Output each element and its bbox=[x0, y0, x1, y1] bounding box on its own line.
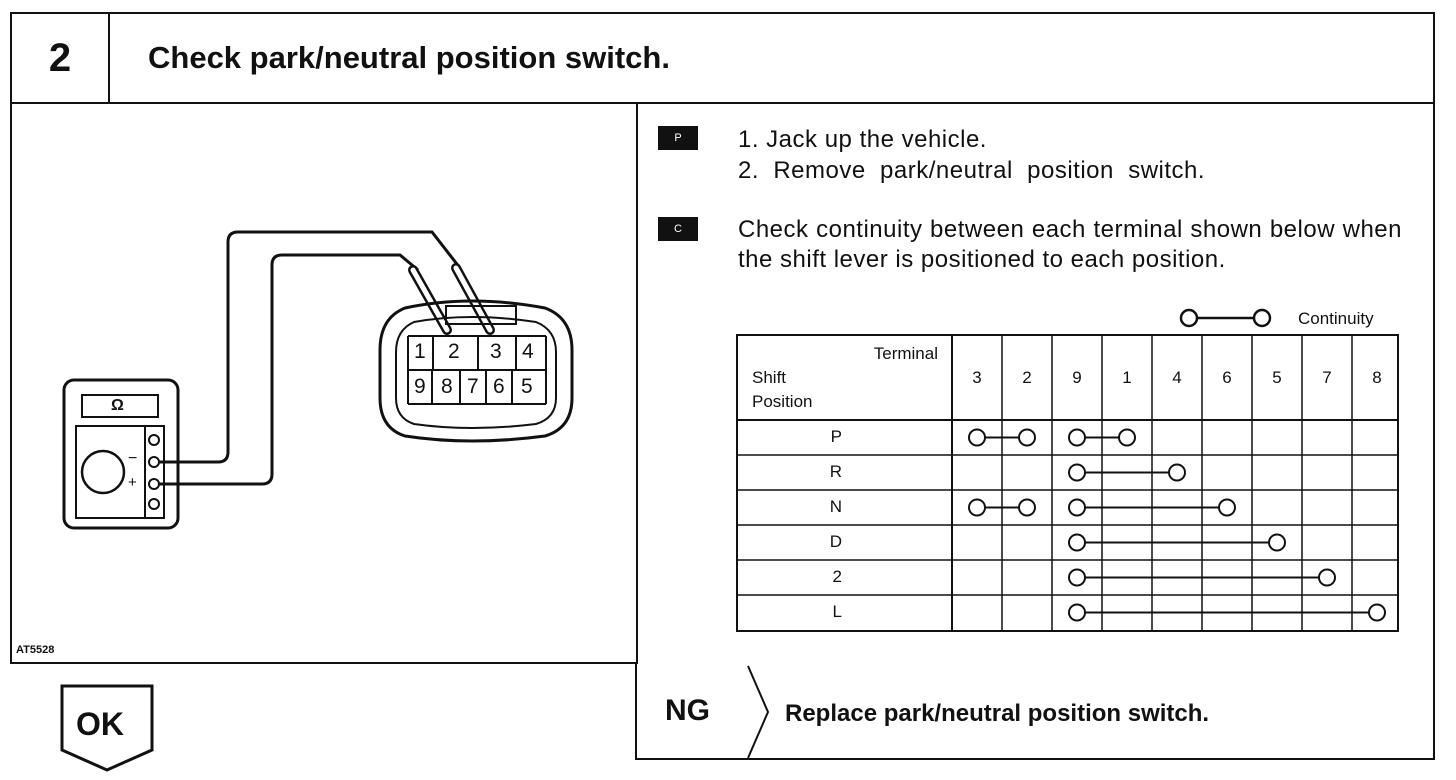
tag-p-icon: P bbox=[658, 126, 698, 150]
figure-id: AT5528 bbox=[16, 644, 55, 656]
pin-label: 7 bbox=[467, 375, 479, 398]
continuity-node bbox=[1068, 603, 1086, 622]
pin-label: 1 bbox=[414, 340, 426, 363]
instruction-step-2: 2. Remove park/neutral position switch. bbox=[738, 157, 1206, 184]
terminal-header: 2 bbox=[1022, 368, 1032, 387]
ng-arrow-divider bbox=[747, 665, 770, 759]
ng-result-box bbox=[635, 664, 1435, 760]
instruction-check: Check continuity between each terminal s… bbox=[738, 216, 1402, 273]
continuity-node bbox=[1068, 498, 1086, 517]
continuity-node bbox=[1368, 603, 1386, 622]
continuity-node bbox=[1268, 533, 1286, 552]
ok-label: OK bbox=[76, 706, 124, 742]
ohmmeter bbox=[62, 378, 180, 530]
step-number: 2 bbox=[12, 14, 110, 102]
pin-label: 8 bbox=[441, 375, 453, 398]
step-header: 2 Check park/neutral position switch. bbox=[10, 12, 1435, 104]
meter-plus-label: + bbox=[128, 474, 137, 491]
switch-connector bbox=[378, 299, 574, 443]
instruction-step-1: 1. Jack up the vehicle. bbox=[738, 126, 987, 153]
ng-label: NG bbox=[665, 694, 710, 727]
table-grid bbox=[738, 336, 1397, 630]
continuity-node bbox=[1068, 463, 1086, 482]
header-shift: Shift bbox=[752, 368, 787, 387]
terminal-header: 3 bbox=[972, 368, 982, 387]
pin-label: 9 bbox=[414, 375, 426, 398]
continuity-node bbox=[1318, 568, 1336, 587]
continuity-node bbox=[1018, 498, 1036, 517]
ng-action-text: Replace park/neutral position switch. bbox=[785, 700, 1210, 727]
legend-label: Continuity bbox=[1298, 309, 1374, 328]
continuity-node bbox=[1118, 428, 1136, 447]
header-terminal: Terminal bbox=[873, 344, 938, 363]
pin-label: 4 bbox=[522, 340, 534, 363]
pin-label: 5 bbox=[521, 375, 533, 398]
continuity-node bbox=[968, 428, 986, 447]
continuity-node bbox=[1018, 428, 1036, 447]
continuity-node bbox=[1218, 498, 1236, 517]
continuity-legend-symbol bbox=[1179, 308, 1272, 328]
test-probes bbox=[408, 263, 495, 335]
diagram-panel bbox=[10, 104, 638, 664]
continuity-node bbox=[1068, 533, 1086, 552]
pin-label: 3 bbox=[490, 340, 502, 363]
shift-position-label: N bbox=[829, 496, 842, 516]
shift-position-label: R bbox=[829, 461, 842, 481]
terminal-header: 5 bbox=[1272, 368, 1282, 387]
continuity-node bbox=[968, 498, 986, 517]
continuity-node bbox=[1068, 428, 1086, 447]
terminal-header: 9 bbox=[1072, 368, 1082, 387]
terminal-header: 7 bbox=[1322, 368, 1332, 387]
shift-position-label: 2 bbox=[832, 566, 842, 586]
shift-position-label: P bbox=[830, 426, 842, 446]
pin-label: 6 bbox=[493, 375, 505, 398]
terminal-header: 8 bbox=[1372, 368, 1382, 387]
meter-minus-label: − bbox=[128, 450, 138, 467]
tag-c-icon: C bbox=[658, 217, 698, 241]
shift-position-label: L bbox=[832, 601, 842, 621]
ok-chevron bbox=[60, 684, 154, 772]
ohm-symbol: Ω bbox=[111, 397, 124, 414]
terminal-header: 4 bbox=[1172, 368, 1182, 387]
pin-label: 2 bbox=[448, 340, 460, 363]
step-title: Check park/neutral position switch. bbox=[148, 40, 670, 75]
shift-position-label: D bbox=[829, 531, 842, 551]
continuity-node bbox=[1068, 568, 1086, 587]
continuity-node bbox=[1168, 463, 1186, 482]
header-position: Position bbox=[752, 392, 813, 411]
terminal-header: 1 bbox=[1122, 368, 1132, 387]
right-border bbox=[1433, 104, 1435, 664]
terminal-header: 6 bbox=[1222, 368, 1232, 387]
